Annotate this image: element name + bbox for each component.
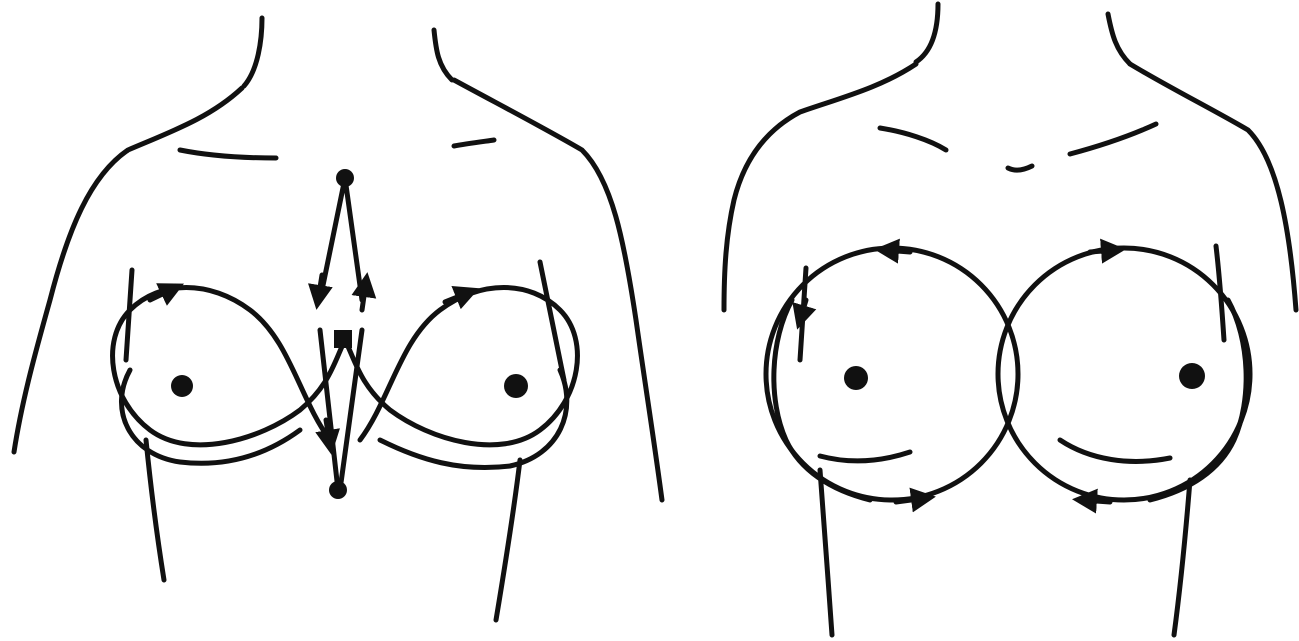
arrow-left-circle-top [884, 250, 910, 252]
arrow-right-circle-bottom [1082, 500, 1110, 502]
top-point [336, 169, 354, 187]
right-figure [724, 4, 1296, 635]
left-figure-right-nipple [504, 374, 528, 398]
bottom-point [329, 481, 347, 499]
middle-point [334, 330, 352, 348]
right-nipples [844, 363, 1205, 390]
left-figure [14, 18, 662, 620]
right-figure-left-nipple [844, 366, 868, 390]
right-figure-right-nipple [1179, 363, 1205, 389]
figure-eight-direction-arrows [150, 275, 470, 445]
arrow-right-circle-top [1090, 250, 1116, 252]
left-figure-left-nipple [171, 375, 193, 397]
left-nipples [171, 374, 528, 398]
